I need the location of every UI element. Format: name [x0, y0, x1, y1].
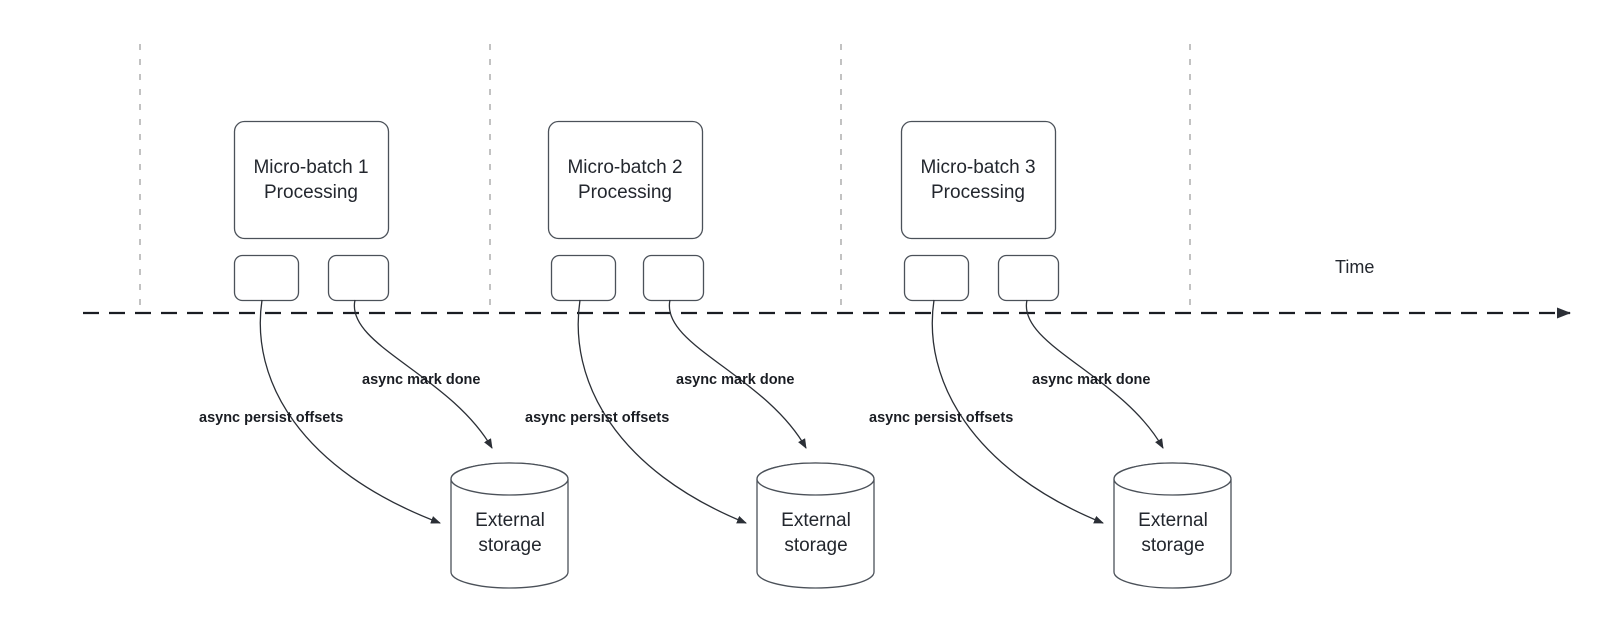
async-persist-offsets-edge-3-label: async persist offsets: [869, 410, 1014, 426]
nodes-group: [233, 120, 1232, 589]
time-axis-label: Time: [1335, 257, 1375, 277]
async-mark-done-edge-2-label: async mark done: [676, 372, 795, 388]
async-persist-offsets-edge-2-label: async persist offsets: [525, 410, 670, 426]
edges-group: [259, 299, 1164, 524]
micro-batch-box-1[interactable]: [233, 120, 390, 240]
async-mark-done-edge-3: [1025, 299, 1164, 449]
async-mark-done-edge-2: [668, 299, 807, 449]
async-persist-offsets-edge-2: [577, 299, 747, 524]
cylinder-top: [450, 462, 569, 496]
cylinder-top: [756, 462, 875, 496]
async-persist-offsets-edge-3: [931, 299, 1104, 524]
offset-commit-marker-2b[interactable]: [642, 254, 705, 302]
async-persist-offsets-edge-1-label: async persist offsets: [199, 410, 344, 426]
offset-commit-marker-2a[interactable]: [550, 254, 617, 302]
offset-commit-marker-1a[interactable]: [233, 254, 300, 302]
offset-commit-marker-3b[interactable]: [997, 254, 1060, 302]
micro-batch-box-3[interactable]: [900, 120, 1057, 240]
offset-commit-marker-1b[interactable]: [327, 254, 390, 302]
external-storage-2[interactable]: [756, 462, 875, 589]
offset-commit-marker-3a[interactable]: [903, 254, 970, 302]
cylinder-top: [1113, 462, 1232, 496]
async-mark-done-edge-1-label: async mark done: [362, 372, 481, 388]
async-mark-done-edge-1: [353, 299, 493, 449]
async-mark-done-edge-3-label: async mark done: [1032, 372, 1151, 388]
micro-batch-box-2[interactable]: [547, 120, 704, 240]
async-persist-offsets-edge-1: [259, 299, 441, 524]
external-storage-1[interactable]: [450, 462, 569, 589]
external-storage-3[interactable]: [1113, 462, 1232, 589]
